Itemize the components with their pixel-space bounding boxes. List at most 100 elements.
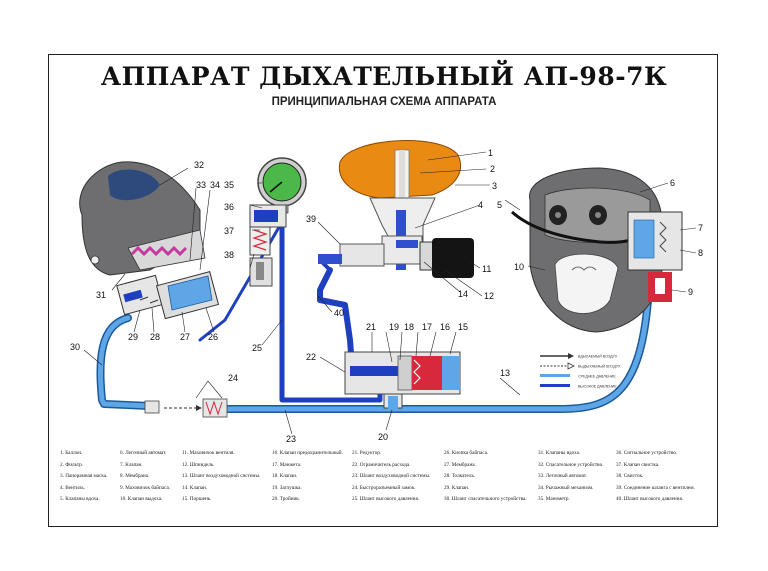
callout-23: 23 — [286, 434, 296, 444]
legend-item: 20. Тройник. — [272, 496, 301, 503]
legend-item: 33. Легочный автомат. — [538, 473, 587, 480]
legend-item: 38. Свисток. — [616, 473, 644, 480]
legend-column-4: 16. Клапан предохранительный. 17. Манжет… — [272, 448, 343, 506]
callout-22: 22 — [306, 352, 316, 362]
callout-11: 11 — [482, 264, 491, 274]
poster-subtitle: ПРИНЦИПИАЛЬНАЯ СХЕМА АППАРАТА — [271, 96, 497, 108]
hose-30-rescue — [96, 314, 154, 410]
callout-39: 39 — [306, 214, 316, 224]
callout-33: 33 — [196, 180, 206, 190]
legend-item: 5. Клапаны вдоха. — [60, 496, 100, 503]
legend-item: 24. Быстроразъемный замок. — [352, 484, 416, 491]
callout-18: 18 — [404, 322, 414, 332]
callout-3: 3 — [492, 181, 497, 191]
legend-item: 26. Кнопка байпаса. — [444, 450, 489, 456]
poster-title: АППАРАТ ДЫХАТЕЛЬНЫЙ АП-98-7К — [100, 62, 668, 91]
callout-21: 21 — [366, 322, 376, 332]
callout-29: 29 — [128, 332, 138, 342]
legend-item: 18. Клапан. — [272, 473, 298, 480]
legend-item: 25. Шланг высокого давления. — [352, 496, 420, 503]
callout-17: 17 — [422, 322, 432, 332]
flow-key-label-4: ВЫСОКОЕ ДАВЛЕНИЕ — [578, 385, 617, 389]
callout-36: 36 — [224, 202, 234, 212]
quick-coupler-24 — [144, 398, 228, 418]
legend-item: 37. Клапан свистка. — [616, 461, 660, 468]
legend-item: 19. Заглушка. — [272, 484, 302, 491]
legend-item: 12. Шпиндель. — [182, 461, 215, 468]
legend-column-1: 1. Баллон. 2. Фильтр. 3. Панорамная маск… — [60, 448, 107, 506]
callout-4: 4 — [478, 200, 483, 210]
callout-7: 7 — [698, 223, 703, 233]
callout-24: 24 — [228, 373, 238, 383]
callout-34: 34 — [210, 180, 220, 190]
legend-item: 10. Клапан выдоха. — [120, 496, 163, 503]
panoramic-mask-3 — [511, 167, 683, 333]
legend-item: 1. Баллон. — [60, 450, 83, 456]
legend-item: 32. Спасательное устройство. — [538, 461, 604, 468]
reducer-21 — [344, 351, 461, 410]
callout-14: 14 — [458, 289, 468, 299]
legend-column-2: 6. Легочный автомат. 7. Клапан. 8. Мембр… — [120, 448, 170, 506]
callout-2: 2 — [490, 164, 495, 174]
parts-legend: 1. Баллон. 2. Фильтр. 3. Панорамная маск… — [60, 448, 710, 520]
legend-item: 35. Манометр. — [538, 496, 570, 503]
legend-item: 9. Маховичок байпаса. — [120, 484, 171, 491]
legend-column-7: 31. Клапаны вдоха. 32. Спасательное устр… — [538, 448, 603, 506]
safety-valve-16 — [412, 356, 442, 390]
legend-column-5: 21. Редуктор. 22. Ограничитель расхода. … — [352, 448, 430, 506]
legend-item: 21. Редуктор. — [352, 450, 382, 456]
flow-key: ВДЫХАЕМЫЙ ВОЗДУХ ВЫДЫХАЕМЫЙ ВОЗДУХ СРЕДН… — [540, 353, 621, 389]
flow-key-label-1: ВДЫХАЕМЫЙ ВОЗДУХ — [578, 355, 618, 359]
callout-16: 16 — [440, 322, 450, 332]
callout-1: 1 — [488, 148, 493, 158]
callout-20: 20 — [378, 432, 388, 442]
legend-item: 7. Клапан. — [120, 461, 143, 468]
callout-28: 28 — [150, 332, 160, 342]
legend-item: 29. Клапан. — [444, 484, 470, 491]
callout-40: 40 — [334, 308, 344, 318]
callout-26: 26 — [208, 332, 218, 342]
legend-item: 39. Соединение шланга с вентилем. — [616, 484, 695, 491]
legend-item: 8. Мембрана. — [120, 473, 150, 480]
callout-38: 38 — [224, 250, 234, 260]
rescue-device-32 — [79, 161, 220, 320]
legend-item: 40. Шланг высокого давления. — [616, 496, 684, 503]
legend-column-8: 36. Сигнальное устройство. 37. Клапан св… — [616, 448, 695, 506]
legend-item: 22. Ограничитель расхода. — [352, 461, 411, 468]
legend-item: 27. Мембрана. — [444, 461, 476, 468]
legend-item: 34. Рычажный механизм. — [538, 484, 594, 491]
callout-9: 9 — [688, 287, 693, 297]
legend-item: 4. Вентиль. — [60, 484, 86, 491]
callout-35: 35 — [224, 180, 234, 190]
callout-25: 25 — [252, 343, 262, 353]
callout-32: 32 — [194, 160, 204, 170]
callout-13: 13 — [500, 368, 510, 378]
cylinder-1 — [338, 140, 462, 201]
legend-column-3: 11. Маховичок вентиля. 12. Шпиндель. 13.… — [182, 448, 260, 506]
hose-13-23-main — [218, 246, 652, 413]
flow-key-label-2: ВЫДЫХАЕМЫЙ ВОЗДУХ — [578, 365, 621, 369]
legend-item: 2. Фильтр. — [60, 461, 84, 468]
signal-device-36 — [249, 204, 287, 287]
callout-8: 8 — [698, 248, 703, 258]
legend-item: 6. Легочный автомат. — [120, 450, 167, 456]
callout-6: 6 — [670, 178, 675, 188]
legend-item: 31. Клапаны вдоха. — [538, 450, 581, 456]
legend-item: 11. Маховичок вентиля. — [182, 450, 235, 456]
callout-10: 10 — [514, 262, 524, 272]
leader-lines — [83, 151, 697, 435]
callout-30: 30 — [70, 342, 80, 352]
legend-item: 13. Шланг воздуховодной системы. — [182, 473, 261, 480]
legend-item: 15. Поршень. — [182, 496, 212, 503]
callout-numbers: 1 2 3 4 5 6 7 8 9 10 11 12 13 14 15 16 1… — [70, 148, 703, 444]
callout-37: 37 — [224, 226, 234, 236]
legend-item: 14. Клапан. — [182, 484, 208, 491]
callout-12: 12 — [484, 291, 494, 301]
callout-5: 5 — [497, 200, 502, 210]
legend-item: 36. Сигнальное устройство. — [616, 450, 678, 456]
legend-column-6: 26. Кнопка байпаса. 27. Мембрана. 28. То… — [444, 448, 527, 506]
legend-item: 3. Панорамная маска. — [60, 473, 108, 480]
legend-item: 30. Шланг спасательного устройства. — [444, 496, 527, 503]
callout-27: 27 — [180, 332, 190, 342]
cylinder-valve-4 — [318, 197, 474, 278]
